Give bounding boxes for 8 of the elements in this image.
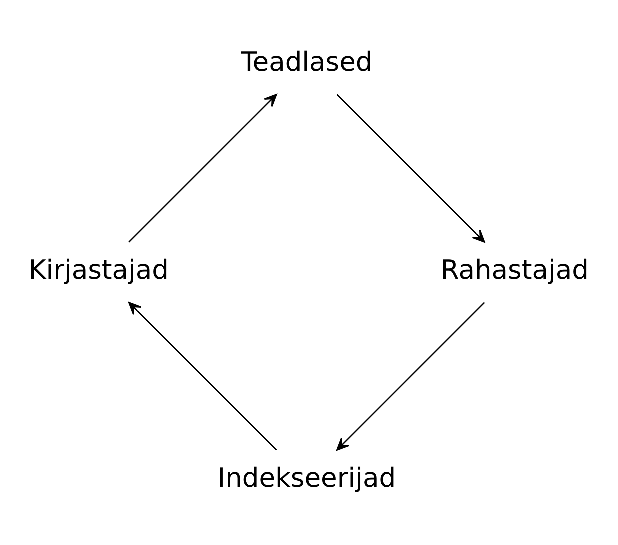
arrow [128,94,278,243]
arrow [336,94,486,243]
node-text: Teadlased [241,46,373,78]
node-text: Rahastajad [440,254,589,286]
node-text: Kirjastajad [28,254,170,286]
node-text: Indekseerijad [218,462,396,494]
arrow [336,302,486,451]
arrow [128,302,278,451]
